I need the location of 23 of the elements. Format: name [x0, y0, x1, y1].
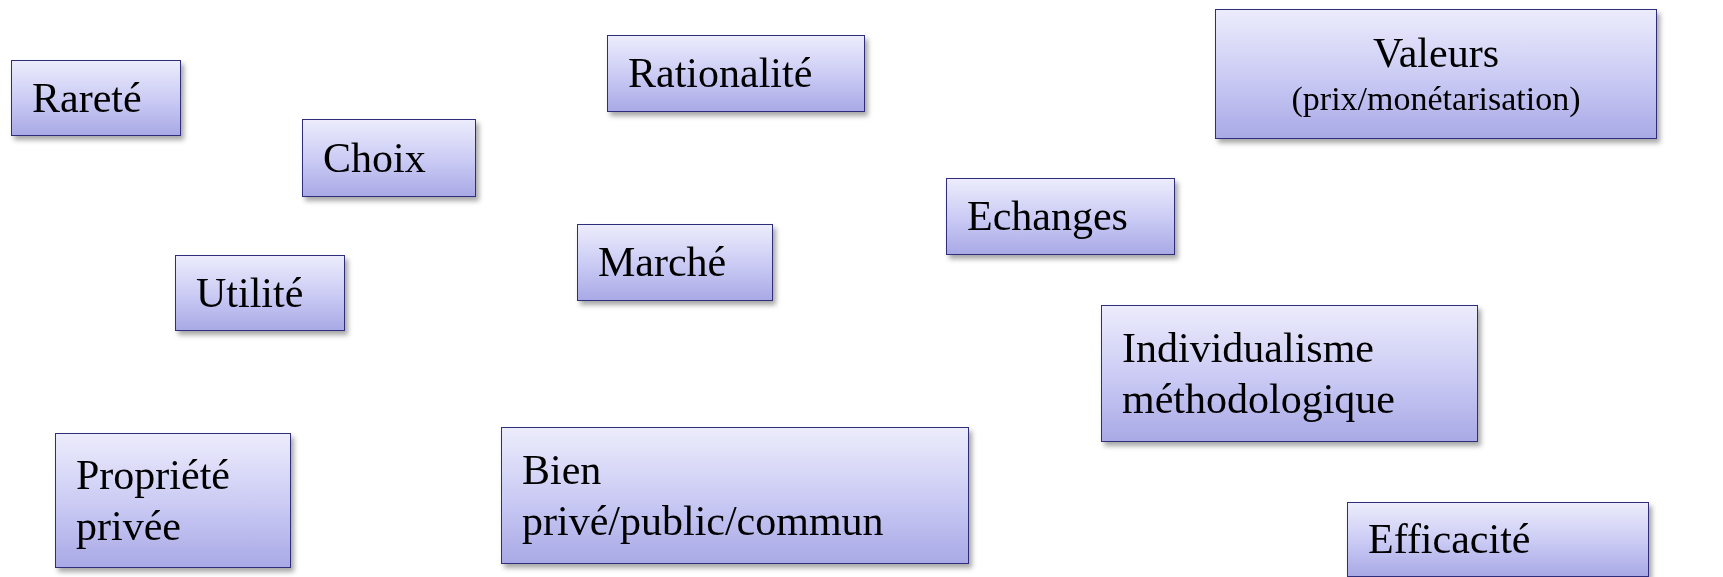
concept-box [302, 119, 476, 197]
concept-box [607, 35, 865, 112]
concept-label: Propriété privée [76, 451, 231, 551]
concept-box [55, 433, 291, 568]
concept-label: Rationalité [628, 49, 813, 99]
concept-label: Choix [323, 133, 426, 183]
concept-box [1215, 9, 1657, 139]
concept-box [577, 224, 773, 301]
concept-label: Echanges [967, 192, 1128, 242]
concept-box [1347, 502, 1649, 577]
concept-box [1101, 305, 1478, 442]
concept-label: Bien privé/public/commun [522, 446, 885, 546]
concept-box [946, 178, 1175, 255]
concept-label: Efficacité [1368, 515, 1531, 565]
concept-label: Valeurs [1373, 29, 1499, 79]
concept-box [501, 427, 969, 564]
concept-label: Utilité [196, 268, 304, 318]
concept-label: Individualisme méthodologique [1122, 324, 1396, 424]
concept-note: (prix/monétarisation) [1291, 78, 1581, 119]
concept-label: Marché [598, 238, 727, 288]
concept-box [175, 255, 345, 331]
concept-box [11, 60, 181, 136]
concept-label: Rareté [32, 73, 142, 123]
